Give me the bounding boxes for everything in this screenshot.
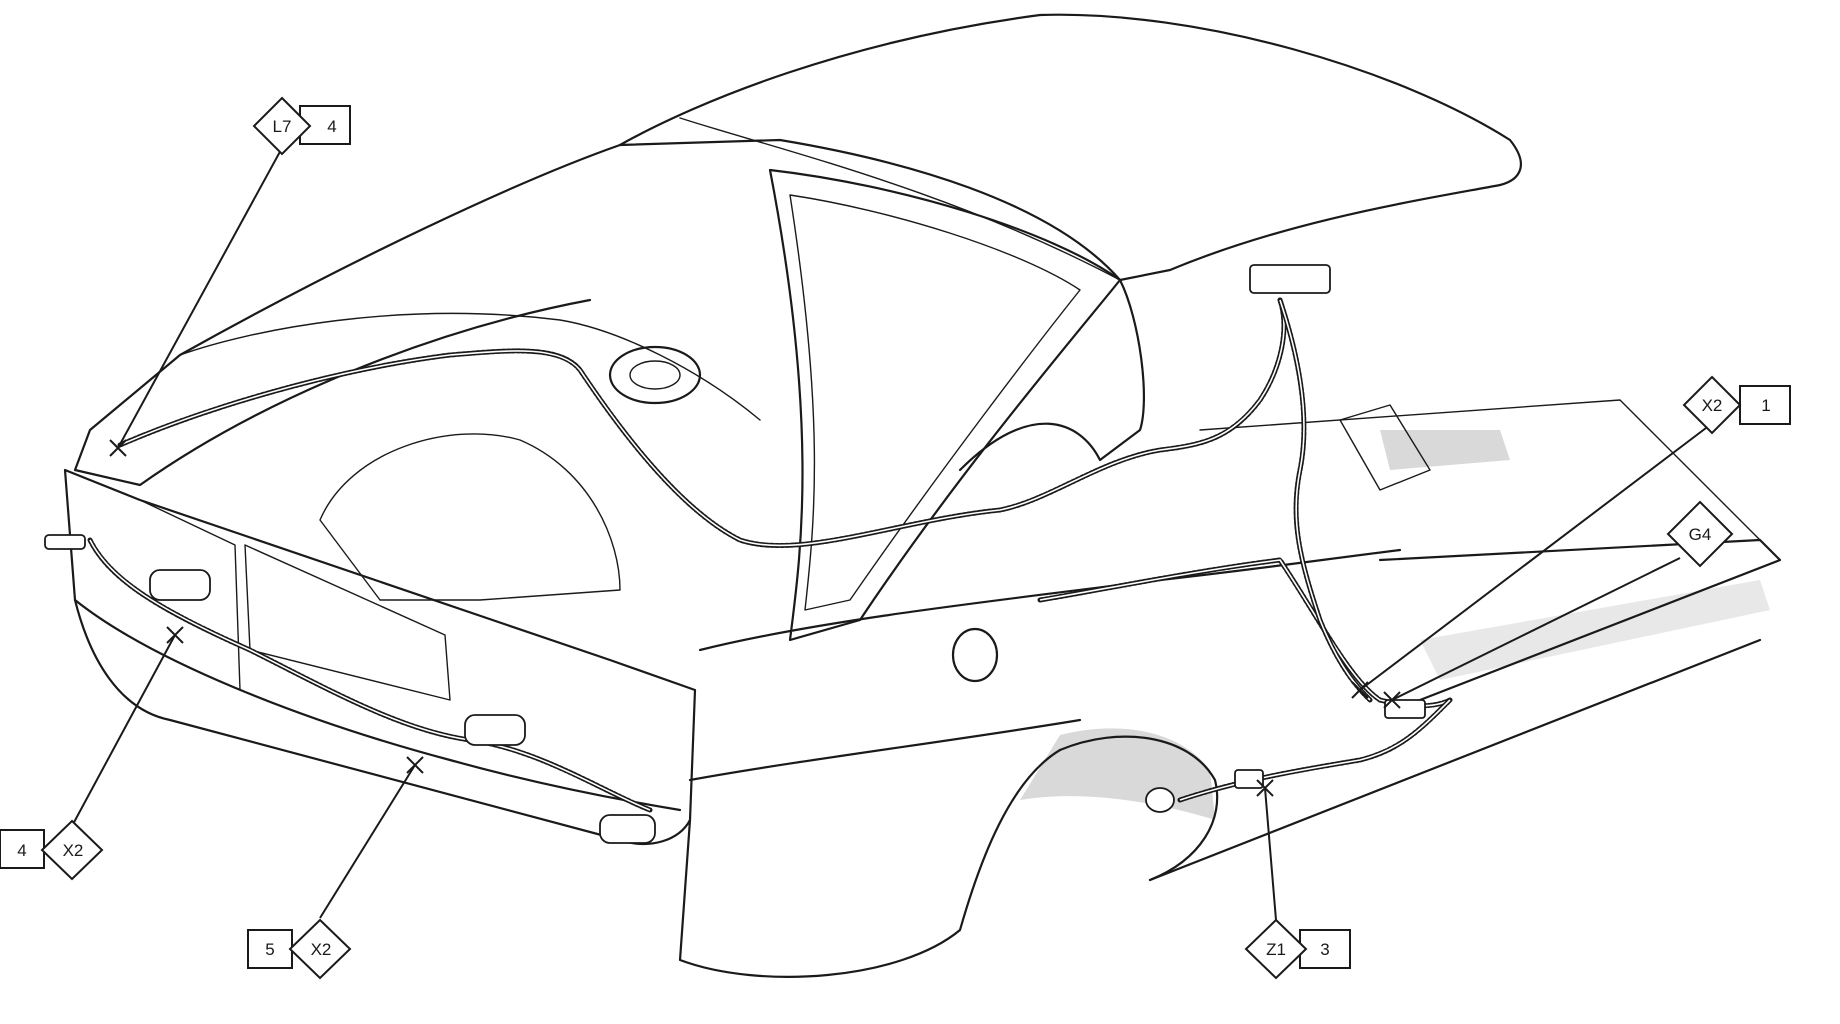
- callout-x2-1: X2 1: [1351, 375, 1791, 699]
- fuel-cap: [951, 627, 999, 683]
- connector-left-rear: [44, 534, 86, 550]
- junction-mark-x2-5: [406, 756, 424, 774]
- callout-code-x2-1: X2: [1702, 396, 1723, 415]
- sill: [1378, 538, 1782, 702]
- components: [44, 264, 1426, 844]
- junction-mark-l7-4: [109, 439, 127, 457]
- callout-x2-4: 4 X2: [0, 626, 184, 881]
- callout-number-x2-1: 1: [1761, 396, 1770, 415]
- callout-l7-4: L7 4: [109, 96, 351, 457]
- roof-edge: [679, 117, 1121, 281]
- leader-x2-4: [71, 634, 176, 827]
- lamp-holder-right: [599, 814, 656, 844]
- rear-window-frame: [73, 143, 622, 487]
- lamp-holder-plate: [464, 714, 526, 746]
- lamp-holder-left: [149, 569, 211, 601]
- lower-body-line: [688, 718, 1082, 782]
- callout-diamond-l7-4: [252, 96, 312, 156]
- callout-diamond-x2-4: [40, 819, 104, 881]
- floor-connector: [1384, 699, 1426, 719]
- tunnel: [1339, 404, 1431, 491]
- floor-edge: [1148, 638, 1762, 882]
- callout-number-z1-3: 3: [1320, 940, 1329, 959]
- callout-x2-5: 5 X2: [247, 756, 424, 980]
- harness-side-run: [1037, 557, 1453, 709]
- callout-code-l7-4: L7: [273, 117, 292, 136]
- harness-roof-run: [117, 297, 1287, 548]
- junction-mark-x2-4: [166, 626, 184, 644]
- tailgate-line: [139, 499, 241, 691]
- roof: [618, 13, 1522, 282]
- callout-z1-3: Z1 3: [1244, 779, 1351, 980]
- wheel-arch: [1058, 735, 1219, 882]
- speaker: [608, 345, 702, 405]
- leader-z1-3: [1264, 787, 1277, 921]
- leader-x2-1: [1359, 427, 1707, 691]
- harness-b-pillar: [1277, 297, 1373, 703]
- junction-mark-g4: [1383, 691, 1401, 709]
- callout-number-l7-4: 4: [327, 117, 336, 136]
- callout-box-number-x2-5: [247, 929, 293, 969]
- callout-code-z1-3: Z1: [1266, 940, 1286, 959]
- callout-diamond-x2-5: [288, 918, 352, 980]
- callout-diamond-g4: [1666, 500, 1734, 568]
- wheel-arch-shadow: [1020, 728, 1215, 820]
- side-window-inner: [789, 194, 1081, 611]
- rear-panel: [63, 468, 697, 845]
- callout-diamond-x2-1: [1682, 375, 1742, 435]
- side-marker-lamp: [1145, 787, 1175, 813]
- wiring-harness: [87, 297, 1453, 813]
- license-recess: [244, 544, 451, 701]
- callout-g4: G4: [1383, 500, 1734, 709]
- b-pillar: [958, 278, 1145, 472]
- floor-pan: [1199, 399, 1761, 541]
- b-pillar-connector-block: [1249, 264, 1331, 294]
- callout-code-g4: G4: [1689, 525, 1712, 544]
- callout-code-x2-5: X2: [311, 940, 332, 959]
- rear-corner: [678, 748, 1062, 978]
- rear-bumper: [73, 598, 682, 812]
- fuel-sender-connector: [1234, 769, 1264, 789]
- floor-shadow: [1380, 430, 1510, 470]
- car-body: [63, 13, 1782, 978]
- callout-diamond-z1-3: [1244, 918, 1308, 980]
- callout-number-x2-4: 4: [17, 841, 26, 860]
- leader-g4: [1391, 557, 1681, 701]
- callout-box-number-x2-1: [1739, 385, 1791, 425]
- hatch-opening: [179, 312, 761, 421]
- callout-code-x2-4: X2: [63, 841, 84, 860]
- wheel-house-interior: [319, 433, 621, 601]
- junction-mark-x2-1: [1351, 681, 1369, 699]
- leader-x2-5: [319, 764, 416, 919]
- side-window: [768, 168, 1122, 642]
- leader-l7-4: [117, 147, 283, 449]
- junction-mark-z1-3: [1256, 779, 1274, 797]
- speaker-cone: [629, 360, 681, 390]
- sill-shadow: [1420, 580, 1770, 680]
- callout-number-x2-5: 5: [265, 940, 274, 959]
